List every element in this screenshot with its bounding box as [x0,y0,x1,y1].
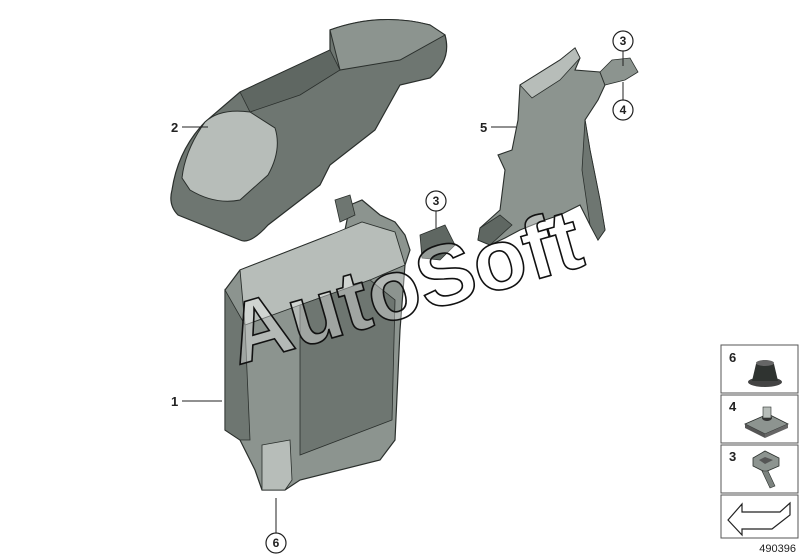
callout-5: 5 [480,120,516,135]
callout-3-top-label: 3 [620,34,627,48]
part-2-cover [170,18,448,242]
callout-1: 1 [171,394,222,409]
callout-4: 4 [612,82,634,121]
part-5-bracket [477,47,639,246]
diagram-id: 490396 [759,543,796,555]
grommet-icon [748,360,782,387]
callout-2-label: 2 [171,120,178,135]
callout-6: 6 [265,498,287,554]
screw-icon [752,450,780,489]
legend-number-3: 3 [729,449,736,464]
callout-3-mid: 3 [425,190,447,228]
clip-nut-icon [744,406,789,438]
part-1-box [224,194,456,491]
orientation-arrow-icon [727,501,791,537]
callout-3-mid-label: 3 [433,194,440,208]
callout-3-top: 3 [612,30,634,66]
callout-6-label: 6 [273,536,280,550]
legend-number-4: 4 [729,399,737,414]
legend-number-6: 6 [729,350,736,365]
legend-panel: 6 4 3 [720,344,799,539]
callout-1-label: 1 [171,394,178,409]
callout-4-label: 4 [620,103,627,117]
callout-2: 2 [171,120,208,135]
callout-5-label: 5 [480,120,487,135]
